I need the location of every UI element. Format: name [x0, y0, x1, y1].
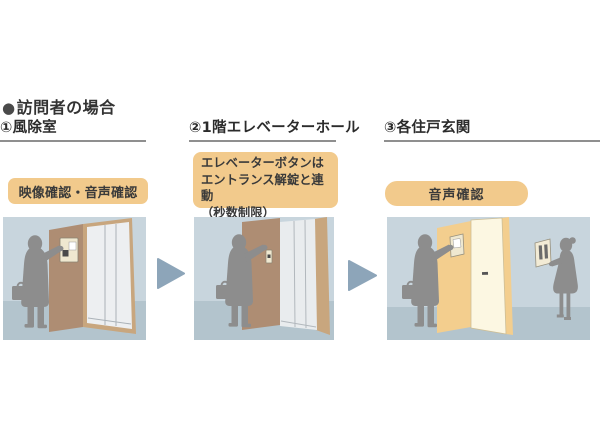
arrow-right-icon	[157, 258, 185, 289]
bullet-icon: ●	[2, 99, 16, 117]
step2-illustration	[194, 217, 334, 340]
step3-title: ③各住戸玄関	[384, 116, 600, 142]
arrow-right-icon	[348, 260, 377, 291]
page-title: ●訪問者の場合	[2, 94, 116, 118]
step3-illustration	[387, 217, 590, 340]
step1-badge-text: 映像確認・音声確認	[18, 185, 138, 201]
step1-illustration	[3, 217, 146, 340]
step3-badge: 音声確認	[385, 181, 528, 206]
page-title-text: 訪問者の場合	[16, 98, 116, 117]
step2-badge-line1: エレベーターボタンは	[201, 156, 324, 170]
step2-title: ②1階エレベーターホール	[189, 116, 360, 142]
door-handle	[481, 271, 489, 275]
step2-badge-line2: エントランス解錠と連動	[201, 172, 324, 204]
step3-badge-text: 音声確認	[428, 188, 485, 203]
indoor-intercom-monitor	[534, 238, 552, 268]
step1-title: ①風除室	[0, 116, 146, 142]
step2-badge-line3: （秒数制限）	[201, 205, 275, 220]
step2-badge: エレベーターボタンは エントランス解錠と連動 （秒数制限）	[193, 152, 338, 220]
step1-badge: 映像確認・音声確認	[8, 178, 148, 204]
